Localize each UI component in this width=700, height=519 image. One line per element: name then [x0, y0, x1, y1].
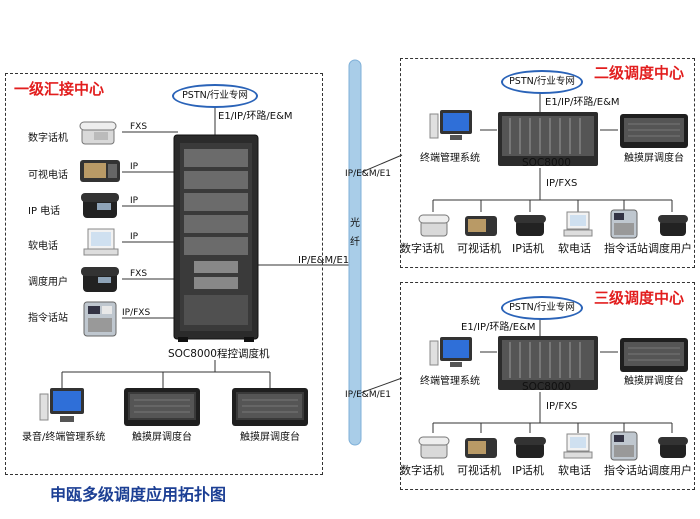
soft-phone-icon — [82, 227, 120, 259]
terminal-label: IP话机 — [512, 242, 544, 255]
touch-console-label: 触摸屏调度台 — [132, 432, 192, 443]
video-phone-icon — [78, 154, 122, 184]
terminal-label: 调度用户 — [648, 464, 692, 477]
level1-uplink-label: E1/IP/环路/E&M — [218, 111, 293, 122]
fiber-label: 光 — [350, 218, 360, 229]
link-label-ip: IP — [130, 162, 139, 172]
level2-center-title: 二级调度中心 — [594, 64, 685, 82]
level1-trunk-label: IP/E&M/E1 — [298, 255, 350, 266]
terminal-label: IP话机 — [512, 464, 544, 477]
touch-console-label: 触摸屏调度台 — [240, 432, 300, 443]
level3-switch-label: SOC8000 — [522, 381, 571, 393]
ip-phone-icon — [513, 434, 547, 460]
level2-console-label: 触摸屏调度台 — [624, 153, 684, 164]
terminal-label: 软电话 — [558, 242, 591, 255]
level2-mgmt-label: 终端管理系统 — [420, 153, 480, 164]
level3-network-cloud: PSTN/行业专网 — [501, 296, 583, 320]
level2-center-region — [400, 58, 695, 268]
level2-network-cloud: PSTN/行业专网 — [501, 70, 583, 94]
fiber-label: 纤 — [350, 237, 360, 248]
dispatch-user-phone-icon — [657, 212, 689, 238]
diagram-caption: 申瓯多级调度应用拓扑图 — [50, 485, 227, 504]
ip-phone-icon — [513, 212, 547, 238]
terminal-label: 指令话站 — [604, 242, 648, 255]
device-label-ip-phone: IP 电话 — [28, 206, 61, 217]
touch-console-icon — [618, 336, 690, 374]
recording-system-label: 录音/终端管理系统 — [22, 432, 106, 443]
level2-switch-label: SOC8000 — [522, 157, 571, 169]
mgmt-pc-icon — [428, 335, 476, 371]
device-label-digital-phone: 数字话机 — [28, 133, 68, 144]
video-phone-icon — [463, 212, 499, 238]
device-label-command-station: 指令话站 — [28, 313, 68, 324]
link-label-fxs: FXS — [130, 269, 148, 279]
touch-console-icon — [122, 386, 202, 428]
soft-phone-icon — [563, 210, 593, 238]
level1-center-title: 一级汇接中心 — [14, 80, 105, 98]
switch-chassis-icon — [496, 334, 600, 392]
level1-center-region — [5, 73, 323, 475]
level3-console-label: 触摸屏调度台 — [624, 376, 684, 387]
soft-phone-icon — [563, 432, 593, 460]
terminal-label: 数字话机 — [400, 464, 444, 477]
level3-center-title: 三级调度中心 — [594, 289, 685, 307]
device-label-dispatch-user: 调度用户 — [28, 277, 68, 288]
digital-phone-icon — [418, 212, 450, 238]
terminal-label: 可视话机 — [457, 242, 501, 255]
terminal-label: 数字话机 — [400, 242, 444, 255]
level2-trunk-label: IP/E&M/E1 — [345, 169, 392, 179]
video-phone-icon — [463, 434, 499, 460]
link-label-fxs: FXS — [130, 122, 148, 132]
command-station-icon — [608, 430, 640, 462]
touch-console-icon — [230, 386, 310, 428]
link-label-ip-fxs: IP/FXS — [122, 308, 151, 318]
level3-trunk-label: IP/E&M/E1 — [345, 390, 392, 400]
switch-chassis-icon — [496, 110, 600, 168]
digital-phone-icon — [78, 118, 118, 146]
level3-down-label: IP/FXS — [546, 401, 578, 412]
device-label-video-phone: 可视电话 — [28, 170, 68, 181]
link-label-ip: IP — [130, 232, 139, 242]
link-label-ip: IP — [130, 196, 139, 206]
level1-network-cloud: PSTN/行业专网 — [172, 84, 258, 108]
level3-mgmt-label: 终端管理系统 — [420, 376, 480, 387]
level3-uplink-label: E1/IP/环路/E&M — [461, 322, 536, 333]
level2-uplink-label: E1/IP/环路/E&M — [545, 97, 620, 108]
level2-down-label: IP/FXS — [546, 178, 578, 189]
device-label-soft-phone: 软电话 — [28, 241, 58, 252]
digital-phone-icon — [418, 434, 450, 460]
terminal-label: 软电话 — [558, 464, 591, 477]
command-station-icon — [80, 300, 120, 340]
recording-pc-icon — [38, 386, 88, 426]
dispatch-user-phone-icon — [80, 264, 120, 294]
server-rack-icon — [172, 133, 260, 343]
level3-center-region — [400, 282, 695, 490]
dispatch-user-phone-icon — [657, 434, 689, 460]
mgmt-pc-icon — [428, 108, 476, 144]
ip-phone-icon — [80, 190, 120, 220]
command-station-icon — [608, 208, 640, 240]
terminal-label: 可视话机 — [457, 464, 501, 477]
terminal-label: 调度用户 — [648, 242, 692, 255]
rack-label: SOC8000程控调度机 — [168, 348, 270, 360]
touch-console-icon — [618, 112, 690, 150]
terminal-label: 指令话站 — [604, 464, 648, 477]
